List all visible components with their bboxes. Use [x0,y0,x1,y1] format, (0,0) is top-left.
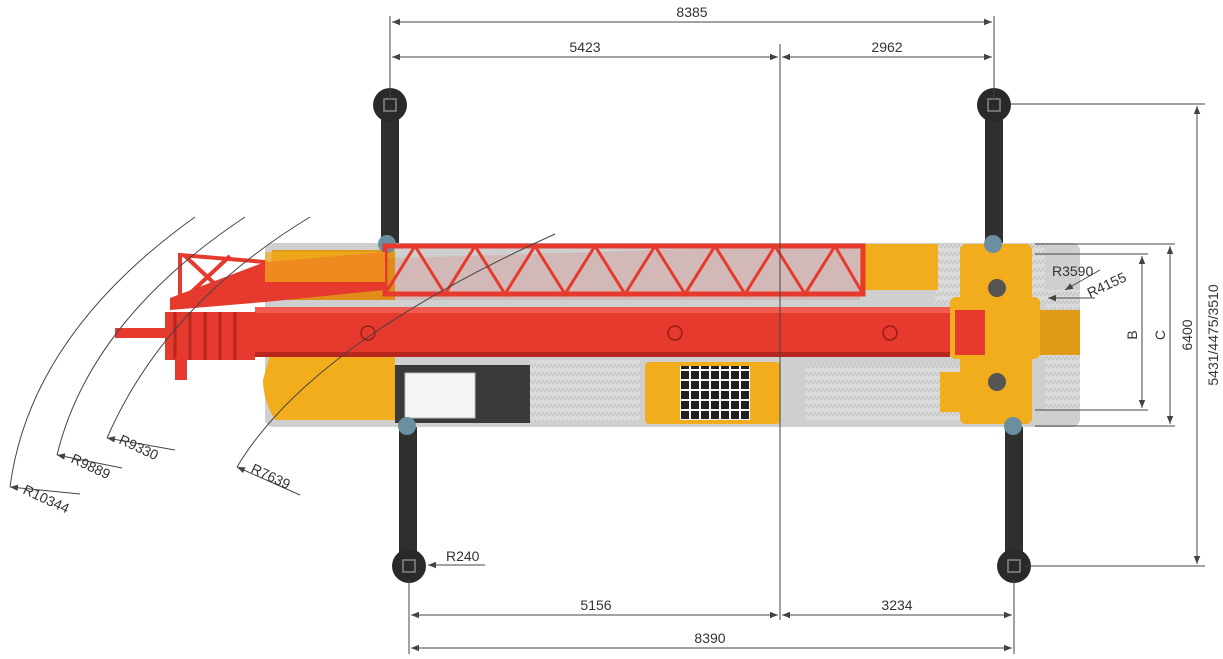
boom-head-sheaves [173,312,237,360]
deck-plate-rear [805,365,960,420]
hook-block-arm [115,328,165,338]
radiator-panel [404,372,476,419]
arc-r10344 [9,216,196,488]
boom-pin-2 [667,325,683,341]
boom-pin-1 [360,325,376,341]
arc-r9889 [56,216,246,456]
main-boom-highlight [255,307,950,313]
label-r10344: R10344 [21,481,72,516]
outrigger-beam-rear-right [1005,424,1023,564]
outrigger-pad-rear-right [997,549,1031,583]
bottom-dimensions [408,425,1015,654]
arc-r9330 [106,216,311,439]
rear-step [940,372,980,412]
dim-width-6400: 6400 [1179,319,1195,350]
boom-system [115,243,1080,380]
counterweight-grid [680,366,750,420]
boom-pin-3 [882,325,898,341]
dim-top-right: 2962 [871,39,902,55]
label-r9889: R9889 [69,450,113,482]
outrigger-pad-front-right [392,549,426,583]
outrigger-beam-front-left [381,108,399,246]
dim-bottom-total: 8390 [694,630,725,646]
dim-bottom-left: 5156 [580,597,611,613]
winch-drum [1040,310,1080,355]
rear-jack-cap-bottom [1004,417,1022,435]
lattice-jib-shadow [265,244,860,300]
main-boom-shadow [255,352,950,357]
radius-leaders [9,269,1101,569]
label-r3590: R3590 [1052,263,1093,279]
dim-outrigger-spans: 5431/4475/3510 [1205,284,1221,385]
label-r9330: R9330 [117,431,161,463]
label-r240: R240 [446,548,480,564]
main-boom [255,307,950,357]
front-jack-cylinder-bottom [398,417,416,435]
lattice-jib-bracing [383,243,865,297]
outriggers [373,88,1031,583]
outrigger-beam-front-right [399,424,417,564]
rear-jack-cylinder-bottom [988,373,1006,391]
dim-c: C [1152,330,1168,340]
dim-top-total: 8385 [676,4,707,20]
rear-body-panel [860,244,938,290]
outrigger-beam-rear-left [985,108,1003,246]
jib-stow-bracket [265,252,385,282]
label-r7639: R7639 [249,460,293,492]
deck-plate-middle [530,360,640,422]
rear-jack-cap-top [984,235,1002,253]
arc-r7639 [236,233,556,468]
dim-bottom-right: 3234 [881,597,912,613]
swing-radius-arcs [9,216,556,488]
hook-block [175,358,187,380]
dim-top-left: 5423 [569,39,600,55]
carrier-cab [263,355,395,420]
dim-b: B [1124,330,1140,339]
jib-head-frame [178,252,267,303]
boom-head [165,312,255,360]
rear-jack-cylinder-top [988,279,1006,297]
jib-head-cross [183,254,232,300]
top-dimensions [389,16,995,425]
boom-foot [955,310,985,355]
right-dimensions [1010,103,1205,567]
